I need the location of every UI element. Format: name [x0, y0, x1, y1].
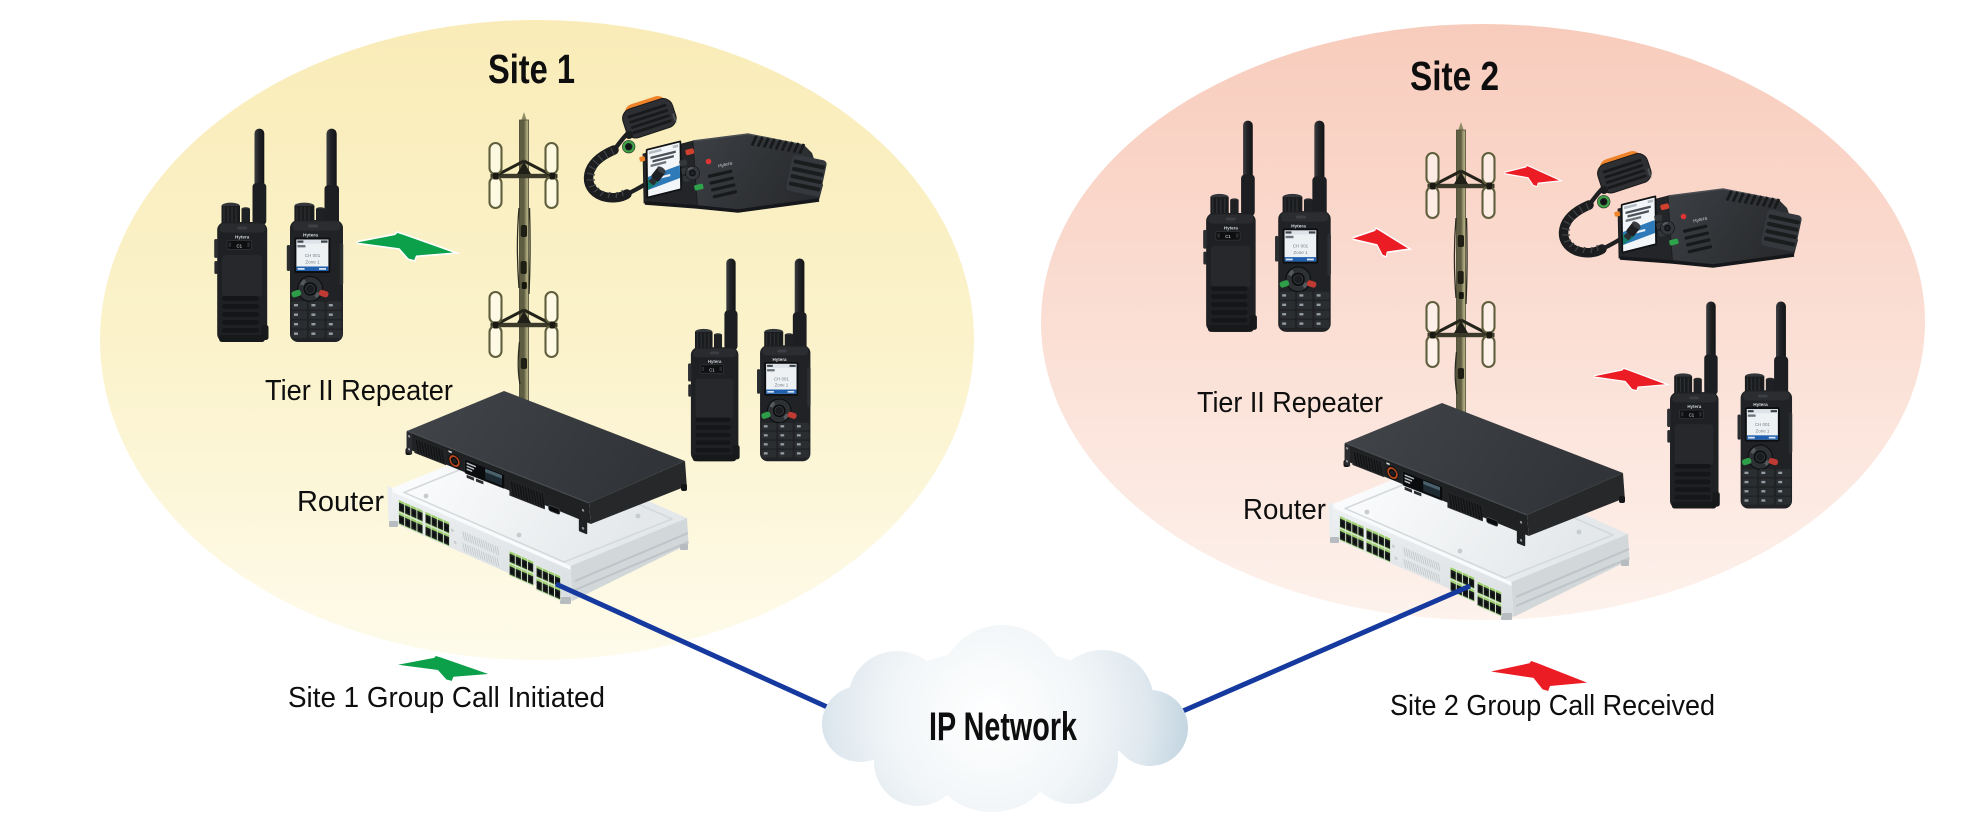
svg-text:Tier II Repeater: Tier II Repeater [265, 375, 453, 407]
svg-text:Tier II Repeater: Tier II Repeater [1197, 387, 1383, 419]
svg-text:Router: Router [297, 486, 385, 518]
svg-text:Site 2 Group Call Received: Site 2 Group Call Received [1390, 690, 1715, 722]
svg-text:IP Network: IP Network [929, 705, 1078, 749]
svg-text:Router: Router [1243, 494, 1326, 526]
svg-text:Site 1 Group Call Initiated: Site 1 Group Call Initiated [288, 682, 605, 714]
svg-text:Site 1: Site 1 [488, 46, 575, 92]
svg-text:Site 2: Site 2 [1410, 53, 1499, 99]
